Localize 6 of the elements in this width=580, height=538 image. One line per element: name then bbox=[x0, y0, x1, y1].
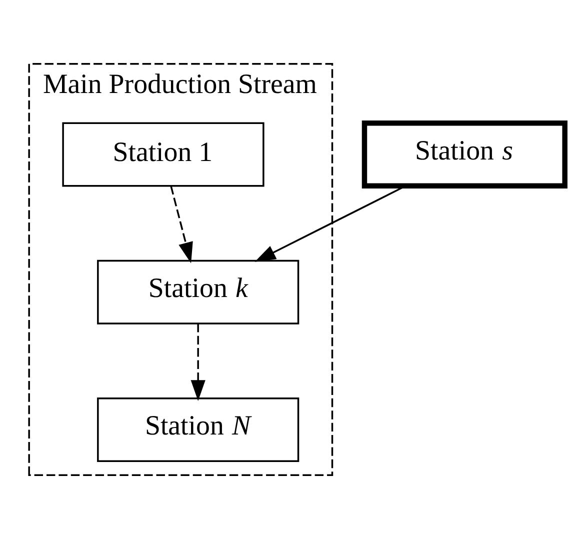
arrow bbox=[190, 323, 206, 400]
arrow bbox=[170, 185, 193, 263]
node-box: Station N bbox=[97, 397, 300, 462]
node-box: Station s bbox=[362, 120, 568, 188]
node-box: Station k bbox=[97, 259, 300, 324]
node-box: Station 1 bbox=[62, 122, 264, 186]
